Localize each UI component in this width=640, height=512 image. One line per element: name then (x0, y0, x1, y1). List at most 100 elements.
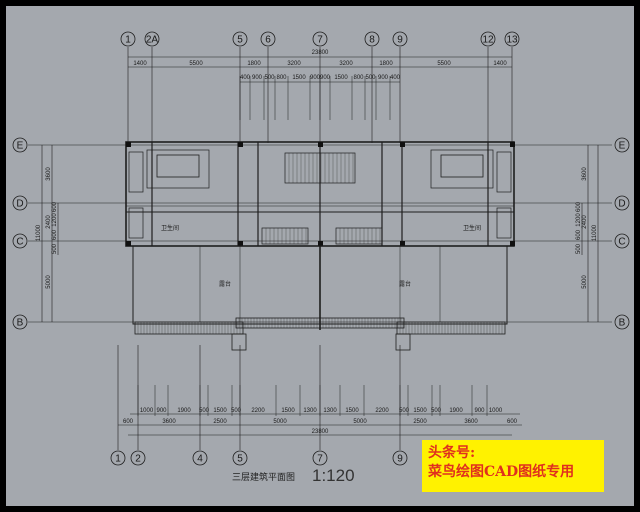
dim-side-total: 11000 (36, 224, 42, 241)
row-label-D: D (16, 199, 23, 210)
row-label-E: E (17, 141, 24, 152)
step (231, 333, 247, 351)
fixture (128, 207, 144, 239)
dim-side: 2400 (582, 215, 588, 229)
fixture (496, 151, 512, 193)
axis-label-9: 9 (397, 454, 403, 465)
drawing-title: 三层建筑平面图 (232, 473, 296, 483)
watermark-box: 头条号: 菜鸟绘图CAD图纸专用 (422, 440, 604, 492)
axis-label-2: 2 (135, 454, 141, 465)
dim-side: 3600 (46, 167, 52, 181)
dim-top: 5500 (437, 61, 451, 67)
dim-top: 1800 (247, 61, 261, 67)
axis-bubble (144, 31, 160, 47)
bed-rug (430, 149, 494, 189)
axis-bubble (312, 450, 328, 466)
room-label: 露台 (219, 280, 231, 288)
bed-rug (146, 149, 210, 189)
axis-bubble (392, 450, 408, 466)
column (126, 142, 131, 147)
dim-bottom: 2200 (375, 408, 389, 414)
stair (261, 227, 309, 245)
dim-bottom: 1000 (489, 408, 503, 414)
dim-bottom: 1300 (323, 408, 337, 414)
column (126, 241, 131, 246)
dim-bottom: 500 (399, 408, 410, 414)
dim-top: 3200 (287, 61, 301, 67)
dim-side: 5000 (582, 275, 588, 289)
column (318, 142, 323, 147)
dim-side: 5000 (46, 275, 52, 289)
dim-bottom: 900 (156, 408, 167, 414)
room-label: 露台 (399, 280, 411, 288)
watermark-line2: 菜鸟绘图CAD图纸专用 (428, 464, 575, 480)
dim-bottom: 1500 (345, 408, 359, 414)
axis-bubble (12, 314, 28, 330)
axis-bubble (120, 31, 136, 47)
column (510, 241, 515, 246)
dim-bottom: 1500 (413, 408, 427, 414)
dim-bottom: 500 (231, 408, 242, 414)
dim-top: 1400 (133, 61, 147, 67)
dim-top-detail: 900 (378, 75, 389, 81)
axis-bubble (110, 450, 126, 466)
dim-side-detail: 600 (52, 229, 58, 240)
dim-top-detail: 800 (353, 75, 364, 81)
axis-label-7: 7 (317, 35, 323, 46)
axis-label-1: 1 (125, 35, 131, 46)
fixture (128, 151, 144, 193)
axis-bubble (312, 31, 328, 47)
dim-top-detail: 400 (390, 75, 401, 81)
dim-bottom-2: 3600 (464, 419, 478, 425)
axis-bubble (12, 233, 28, 249)
dim-top: 5500 (189, 61, 203, 67)
dim-side-total: 11000 (592, 224, 598, 241)
dim-top-detail: 500 (264, 75, 275, 81)
dim-top: 1400 (493, 61, 507, 67)
axis-label-8: 8 (369, 35, 375, 46)
dim-top-detail: 1500 (292, 75, 306, 81)
row-label-C: C (618, 237, 625, 248)
bed (156, 154, 200, 178)
dim-bottom: 1000 (140, 408, 154, 414)
dim-total-top: 23800 (312, 50, 329, 56)
stair (335, 227, 383, 245)
axis-label-6: 6 (265, 35, 271, 46)
dim-side-detail: 600 (576, 229, 582, 240)
axis-label-4: 4 (197, 454, 203, 465)
axis-bubble (614, 314, 630, 330)
dim-top-detail: 500 (365, 75, 376, 81)
dim-side-detail: 600 (576, 201, 582, 212)
axis-bubble (232, 450, 248, 466)
dim-bottom: 1500 (213, 408, 227, 414)
axis-label-7: 7 (317, 454, 323, 465)
dim-top-detail: 1500 (334, 75, 348, 81)
dim-top-detail: 800 (276, 75, 287, 81)
dim-bottom-2: 600 (123, 419, 134, 425)
column (510, 142, 515, 147)
dim-top-detail: 400 (240, 75, 251, 81)
dim-side: 2400 (46, 215, 52, 229)
dim-side-detail: 500 (576, 243, 582, 254)
axis-label-9: 9 (397, 35, 403, 46)
dim-top-detail: 900 (310, 75, 321, 81)
drawing-scale: 1:120 (312, 466, 355, 485)
dim-bottom-2: 5000 (353, 419, 367, 425)
dim-bottom: 1900 (449, 408, 463, 414)
dim-bottom: 1900 (177, 408, 191, 414)
dim-bottom: 500 (199, 408, 210, 414)
dim-side: 3600 (582, 167, 588, 181)
axis-bubble (12, 195, 28, 211)
dim-side-detail: 500 (52, 243, 58, 254)
axis-bubble (480, 31, 496, 47)
dim-top: 3200 (339, 61, 353, 67)
axis-bubble (614, 195, 630, 211)
axis-bubble (614, 233, 630, 249)
axis-bubble (192, 450, 208, 466)
dim-bottom-2: 600 (507, 419, 518, 425)
dim-side-detail: 1200 (576, 213, 582, 227)
watermark-line1: 头条号: (428, 445, 476, 461)
dim-bottom-2: 3600 (162, 419, 176, 425)
